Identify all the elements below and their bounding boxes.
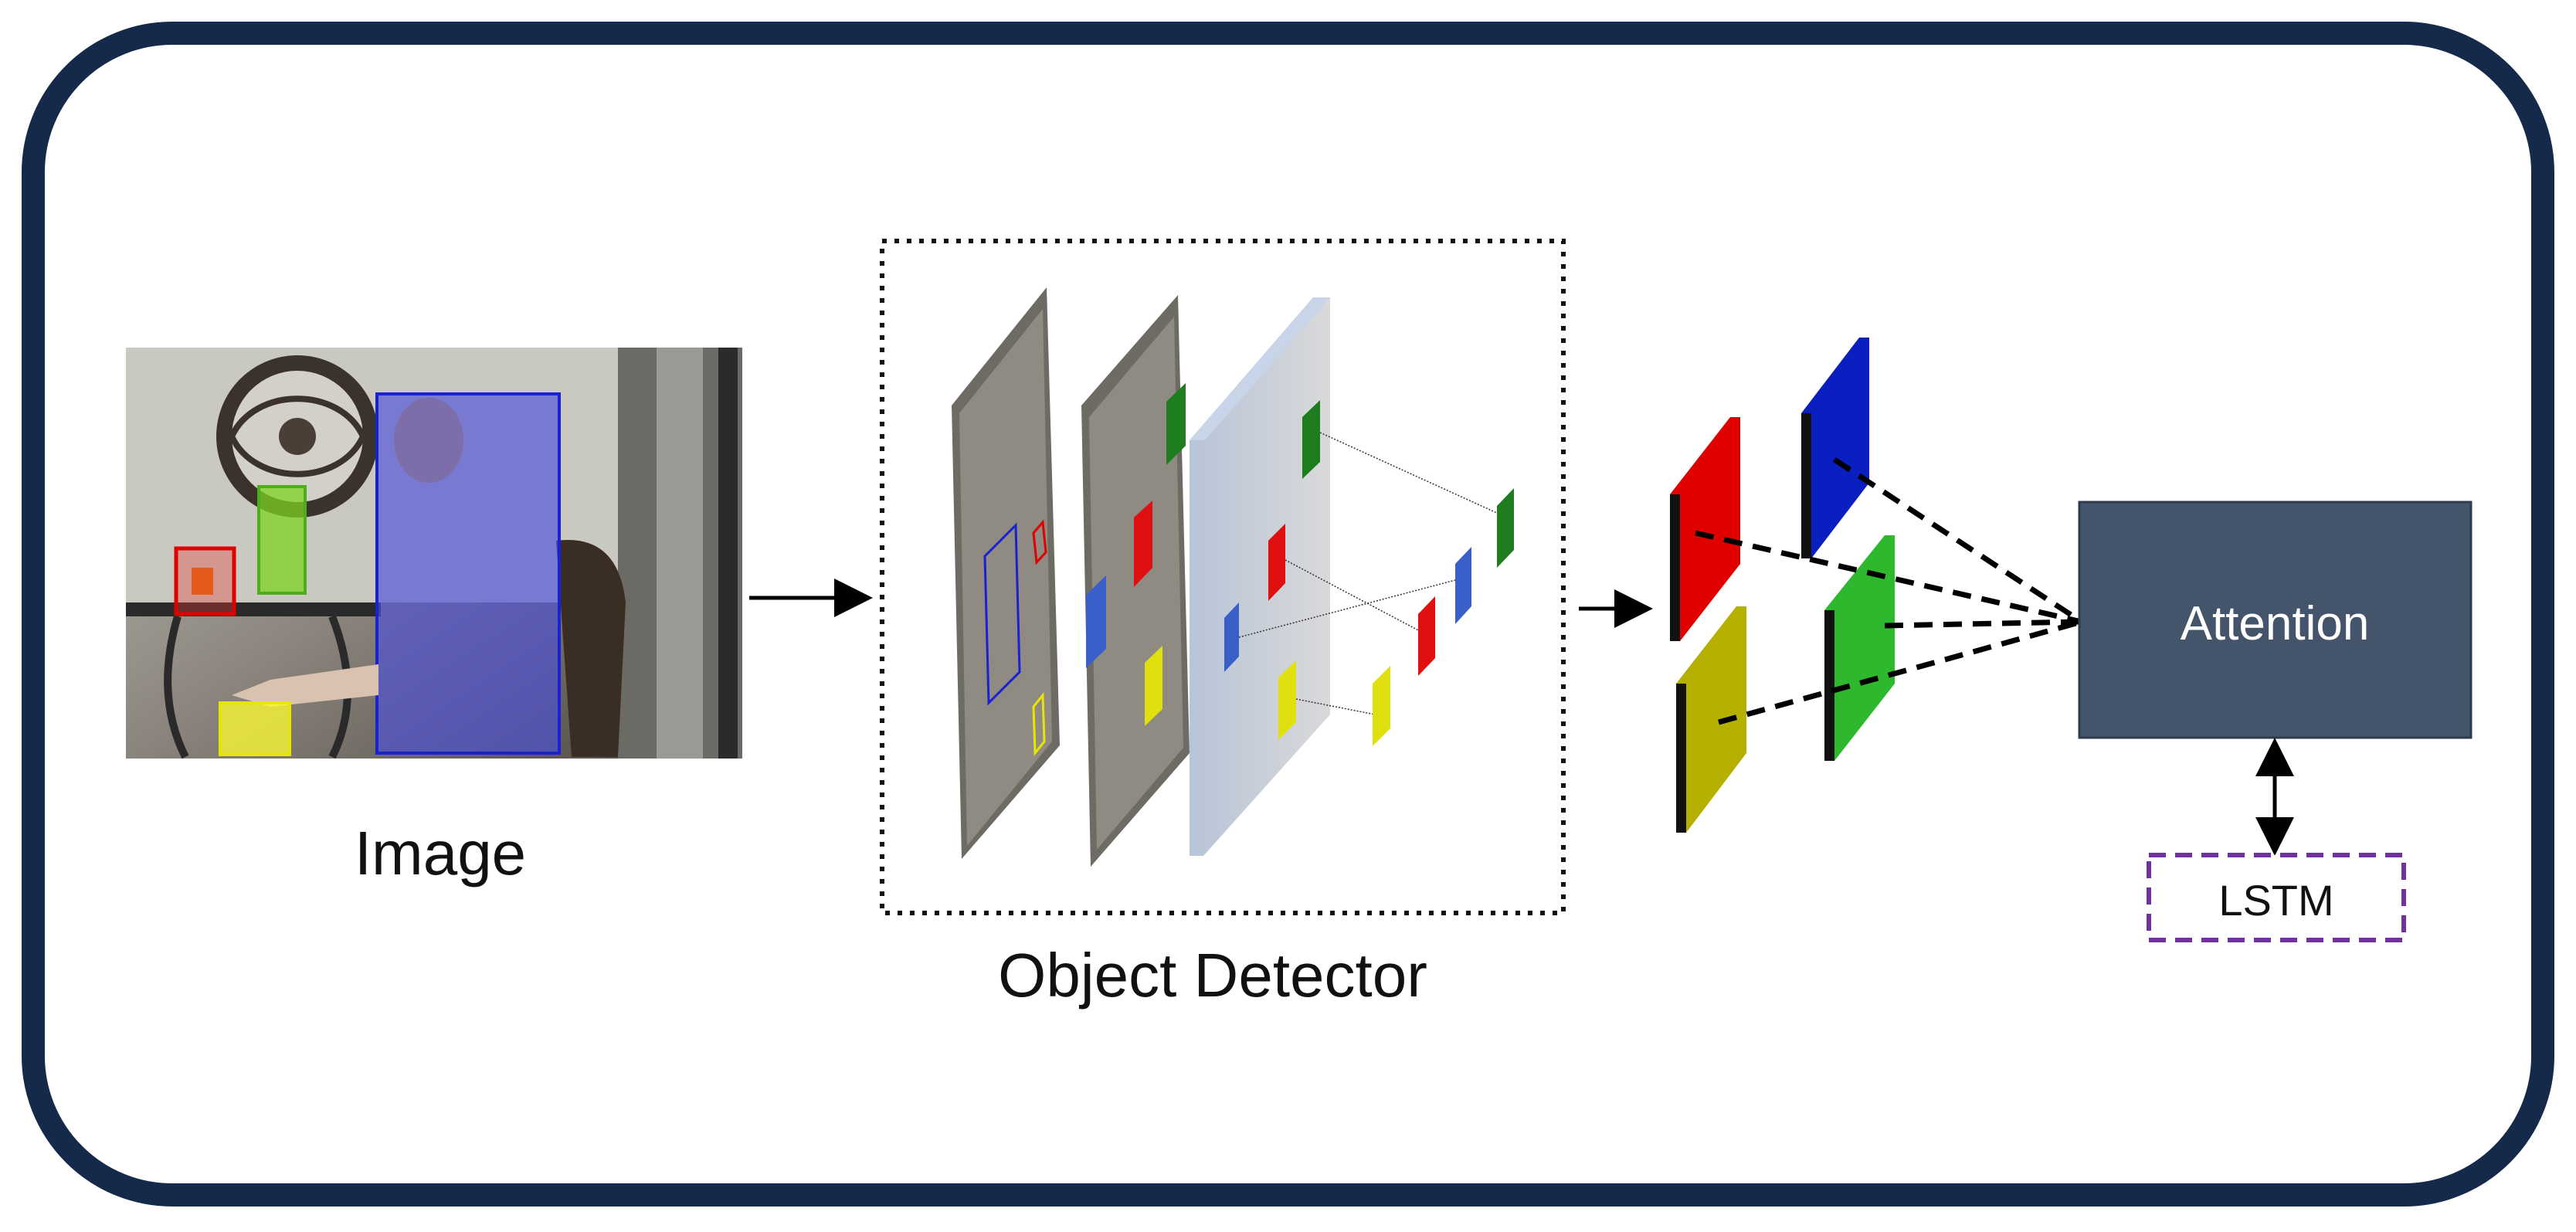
feature-map-yellow [1676, 606, 1746, 833]
attention-label: Attention [2181, 597, 2370, 650]
clock-ornament [216, 355, 378, 518]
lstm-block: LSTM [2147, 853, 2406, 942]
detector-feature-squares [1224, 400, 1320, 740]
detector-outputs [1373, 488, 1514, 746]
object-detector-box [880, 239, 1566, 915]
lstm-label: LSTM [2218, 876, 2333, 925]
detector-connections [1238, 432, 1499, 715]
feature-map-red [1670, 417, 1740, 641]
detector-layer-2 [1081, 295, 1190, 867]
input-image [126, 348, 742, 759]
feature-map-green [1824, 535, 1895, 761]
detector-layer-1 [952, 287, 1060, 859]
feature-map-blue [1801, 338, 1869, 558]
bag-box [219, 701, 291, 756]
image-label: Image [355, 819, 526, 888]
attention-connections [1695, 457, 2083, 725]
object-detector-label: Object Detector [998, 941, 1427, 1010]
attention-block: Attention [2078, 501, 2472, 739]
bottle-box [257, 485, 307, 595]
